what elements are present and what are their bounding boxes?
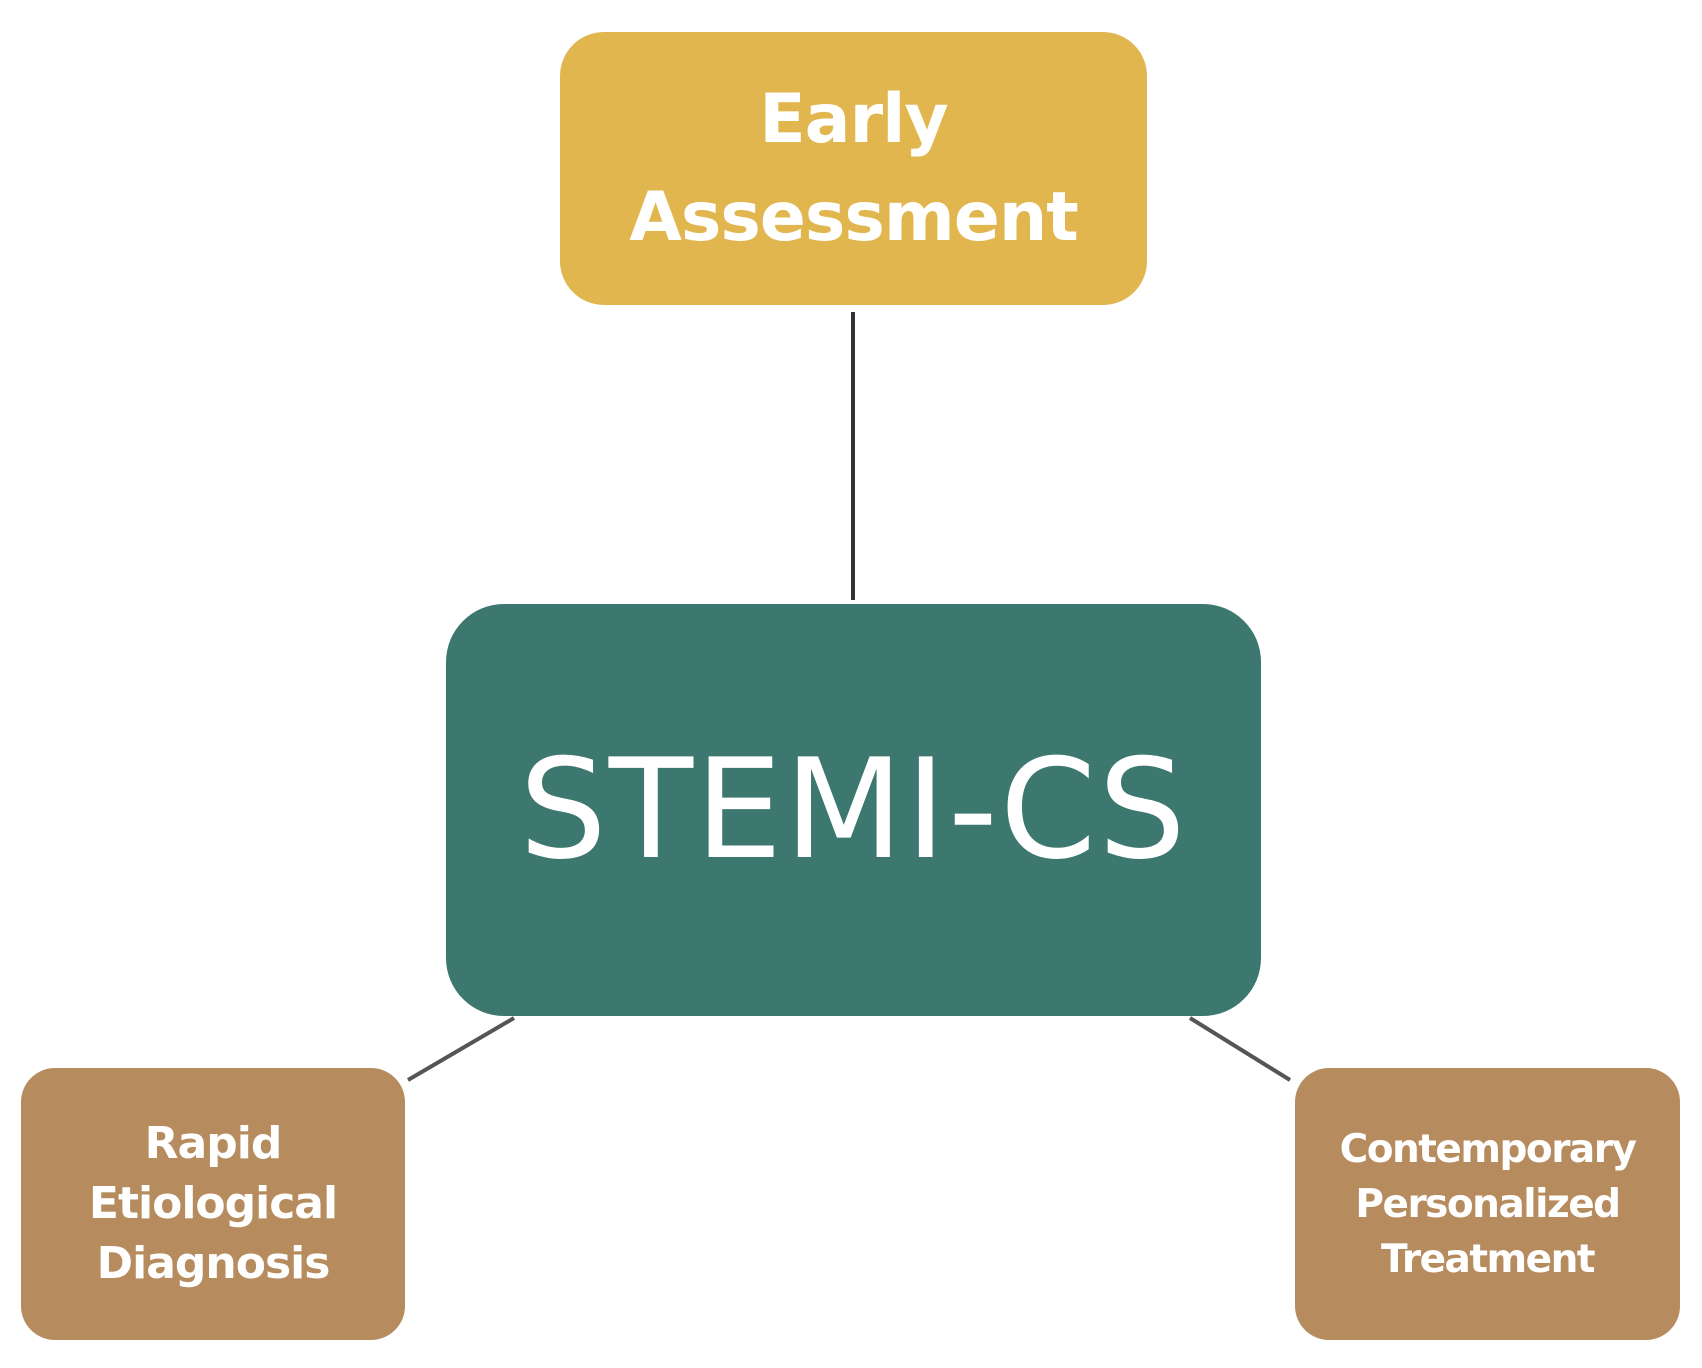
contemporary-personalized-treatment-box: Contemporary Personalized Treatment: [1295, 1068, 1680, 1340]
rapid-etiological-diagnosis-line-1: Rapid: [144, 1118, 283, 1169]
stemi-cs-box: STEMI-CS: [446, 604, 1261, 1016]
connector-center-to-bottom-left: [406, 1016, 516, 1082]
contemporary-personalized-treatment-line-3: Treatment: [1381, 1236, 1595, 1282]
early-assessment-line-1: Early: [759, 79, 949, 159]
contemporary-personalized-treatment-line-1: Contemporary: [1339, 1126, 1637, 1172]
rapid-etiological-diagnosis-line-3: Diagnosis: [96, 1238, 331, 1289]
early-assessment-line-2: Assessment: [629, 177, 1079, 257]
rapid-etiological-diagnosis-line-2: Etiological: [88, 1178, 338, 1229]
stemi-cs-label: STEMI-CS: [519, 729, 1188, 890]
contemporary-personalized-treatment-line-2: Personalized: [1355, 1181, 1621, 1227]
early-assessment-box: Early Assessment: [560, 32, 1147, 305]
rapid-etiological-diagnosis-box: Rapid Etiological Diagnosis: [21, 1068, 405, 1340]
connector-center-to-bottom-right: [1188, 1016, 1292, 1082]
